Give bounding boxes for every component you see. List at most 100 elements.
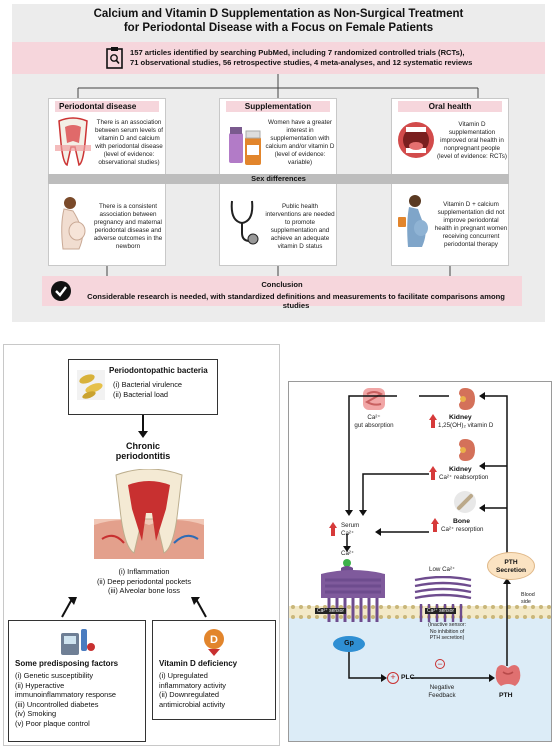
- gut-ca: Ca²⁺: [367, 414, 381, 421]
- calcium-regulation-panel: Ca²⁺ gut absorption Kidney 1,25(OH)₂ vit…: [288, 381, 552, 742]
- vitamin-d-down-icon: D: [204, 629, 224, 656]
- vitd-downregulated: (ii) Downregulated: [159, 690, 219, 699]
- bacterial-virulence: (i) Bacterial virulence: [113, 380, 183, 389]
- factor-diabetes: (iii) Uncontrolled diabetes: [15, 699, 99, 709]
- ca-sensor-label-inactive: Ca²⁺ sensor: [425, 608, 457, 614]
- predisposing-factors-box: Some predisposing factors (i) Genetic su…: [8, 620, 146, 742]
- inactive-receptor: [414, 576, 472, 622]
- bacteria-down-arrow: [138, 415, 148, 438]
- bacteria-box: Periodontopathic bacteria (i) Bacterial …: [68, 359, 218, 415]
- vitd-antimicrobial: antimicrobial activity: [159, 699, 226, 709]
- stats-line-1: 157 articles identified by searching Pub…: [130, 48, 465, 57]
- chronic-line-2: periodontitis: [115, 451, 171, 461]
- bacteria-icon: [77, 370, 105, 400]
- vitd-up-arrow: [191, 597, 207, 618]
- pth-label: PTH: [499, 692, 513, 699]
- inactive-sensor-note: (Inactive sensor: No inhibition of PTH s…: [415, 622, 479, 642]
- negative-text: Negative: [429, 684, 455, 691]
- pth-secretion-line-2: Secretion: [495, 567, 527, 574]
- outcome-inflammation: (i) Inflammation: [118, 567, 170, 576]
- bacterial-load: (ii) Bacterial load: [113, 390, 169, 399]
- plc-label: PLC: [401, 674, 415, 681]
- factors-up-arrow: [61, 597, 77, 618]
- inactive-note-3: PTH secretion): [429, 635, 465, 641]
- vitd-inflammatory: inflammatory activity: [159, 680, 226, 690]
- kidney-icon-top: [459, 388, 475, 410]
- vitd-list: (i) Upregulated inflammatory activity (i…: [159, 671, 275, 709]
- factor-immunoinflammatory: immunoinflammatory response: [15, 690, 117, 699]
- oral-health-text: Vitamin D supplementation improved oral …: [437, 121, 507, 160]
- periodontal-disease-text: There is an association between serum le…: [95, 119, 163, 166]
- plus-icon: +: [387, 672, 399, 684]
- periodontal-disease-heading: Periodontal disease: [55, 101, 159, 112]
- factors-heading: Some predisposing factors: [15, 659, 119, 668]
- kidney-heading-1: Kidney: [449, 414, 472, 421]
- minus-icon: −: [435, 659, 445, 669]
- active-receptor: [321, 570, 385, 622]
- oral-health-heading: Oral health: [398, 101, 502, 112]
- title-line-1: Calcium and Vitamin D Supplementation as…: [93, 8, 464, 20]
- pth-secretion-line-1: PTH: [504, 559, 518, 566]
- supplement-bottles-icon: [229, 127, 261, 165]
- open-mouth-icon: [398, 122, 434, 158]
- blood-side-label: Blood side: [521, 592, 535, 605]
- inactive-note-1: (Inactive sensor:: [427, 622, 467, 628]
- vitd-heading: Vitamin D deficiency: [159, 659, 238, 668]
- periodontitis-outcomes: (i) Inflammation (ii) Deep periodontal p…: [64, 567, 224, 596]
- gut-absorption-label: Ca²⁺ gut absorption: [339, 414, 409, 429]
- bone-resorption-text: Ca²⁺ resorption: [441, 526, 484, 533]
- regulation-flow-arrows: [343, 392, 511, 682]
- conclusion-heading: Conclusion: [261, 280, 303, 289]
- up-arrow-kidney-reabsorption: [429, 466, 437, 480]
- sex-differences-bar: Sex differences: [48, 174, 509, 184]
- supplementation-text: Women have a greater interest in supplem…: [265, 119, 335, 166]
- kidney-vitd-text: 1,25(OH)₂ vitamin D: [438, 422, 494, 429]
- pregnant-woman-pills-icon: [398, 195, 428, 247]
- factor-genetic: (i) Genetic susceptibility: [15, 671, 94, 680]
- articles-band: 157 articles identified by searching Pub…: [12, 42, 545, 74]
- supplementation-heading: Supplementation: [226, 101, 330, 112]
- bone-heading: Bone: [453, 518, 470, 525]
- g-protein-ellipse: Gp: [333, 636, 365, 652]
- pregnant-women-text: Vitamin D + calcium supplementation did …: [434, 201, 508, 248]
- ca-ion-label: Ca²⁺: [341, 550, 355, 557]
- bacteria-heading: Periodontopathic bacteria: [109, 366, 208, 375]
- vitamin-d-letter: D: [210, 634, 218, 646]
- pth-secretion-oval: PTH Secretion: [487, 552, 535, 580]
- up-arrow-serum: [329, 522, 337, 536]
- glucose-meter-icon: [61, 629, 95, 655]
- vitamin-d-deficiency-box: D Vitamin D deficiency (i) Upregulated i…: [152, 620, 276, 720]
- gut-absorption: gut absorption: [354, 421, 394, 429]
- blood-text: Blood: [521, 592, 535, 598]
- articles-summary: 157 articles identified by searching Pub…: [130, 48, 530, 68]
- feedback-text: Feedback: [428, 691, 456, 699]
- up-arrow-kidney-vitd: [429, 414, 437, 428]
- public-health-text: Public health interventions are needed t…: [265, 203, 335, 250]
- outcome-bone-loss: (iii) Alveolar bone loss: [108, 586, 180, 595]
- kidney-reabsorption-text: Ca²⁺ reabsorption: [439, 474, 489, 481]
- vitd-upregulated: (i) Upregulated: [159, 671, 208, 680]
- inactive-note-2: No inhibition of: [429, 628, 465, 635]
- title-line-2: for Periodontal Disease with a Focus on …: [123, 22, 434, 34]
- main-title: Calcium and Vitamin D Supplementation as…: [12, 7, 545, 35]
- up-arrow-bone: [431, 518, 439, 532]
- negative-feedback-label: Negative Feedback: [417, 684, 467, 699]
- kidney-icon-middle: [459, 439, 475, 461]
- stats-line-2: 71 observational studies, 56 retrospecti…: [130, 58, 473, 67]
- parathyroid-icon: [495, 665, 521, 686]
- stethoscope-icon: [230, 200, 259, 245]
- branch-connector: [77, 74, 479, 98]
- clipboard-search-icon: [106, 47, 123, 69]
- side-text: side: [521, 598, 531, 605]
- bone-icon: [454, 491, 476, 513]
- top-summary-panel: Calcium and Vitamin D Supplementation as…: [12, 4, 545, 322]
- factor-smoking: (iv) Smoking: [15, 709, 57, 718]
- serum-ca-text: Ca²⁺: [341, 529, 355, 537]
- low-ca-label: Low Ca²⁺: [429, 566, 456, 573]
- factors-list: (i) Genetic susceptibility (ii) Hyperact…: [15, 671, 145, 728]
- factor-plaque: (v) Poor plaque control: [15, 718, 90, 728]
- chronic-periodontitis-label: Chronic periodontitis: [93, 441, 193, 461]
- conclusion-band: Conclusion Considerable research is need…: [42, 276, 522, 310]
- chronic-line-1: Chronic: [125, 441, 160, 451]
- tooth-cross-section-icon: [55, 117, 91, 167]
